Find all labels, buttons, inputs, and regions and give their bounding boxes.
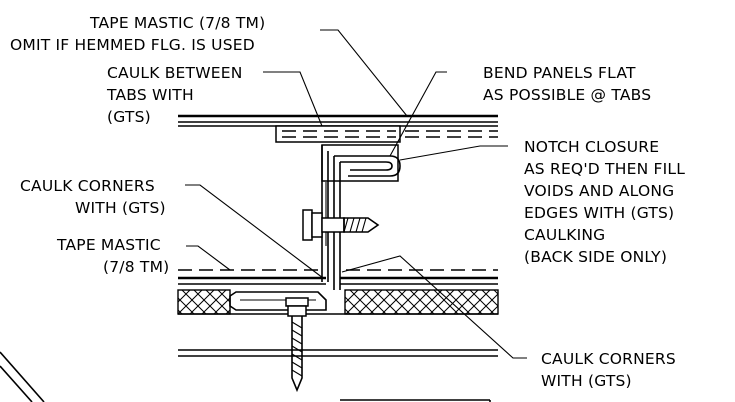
label-bend-panels-line2: AS POSSIBLE @ TABS xyxy=(483,86,651,104)
label-notch-line2: AS REQ'D THEN FILL xyxy=(524,160,685,178)
label-notch-line3: VOIDS AND ALONG xyxy=(524,182,674,200)
label-caulk-between: CAULK BETWEEN TABS WITH (GTS) xyxy=(106,64,243,126)
label-tape-mastic-left-line2: (7/8 TM) xyxy=(103,258,169,276)
label-bend-panels: BEND PANELS FLAT AS POSSIBLE @ TABS xyxy=(483,64,651,104)
middle-panel xyxy=(178,269,498,285)
upper-panel xyxy=(178,114,498,143)
lower-deck xyxy=(178,349,498,357)
insulation xyxy=(177,289,499,315)
leader-lines xyxy=(185,29,527,359)
label-caulk-corners-right-line2: WITH (GTS) xyxy=(541,372,632,390)
label-caulk-corners-left: CAULK CORNERS WITH (GTS) xyxy=(20,177,166,217)
label-caulk-between-line2: TABS WITH xyxy=(106,86,194,104)
break-lines xyxy=(0,351,491,402)
label-notch-line4: EDGES WITH (GTS) xyxy=(524,204,674,222)
label-notch-line6: (BACK SIDE ONLY) xyxy=(524,248,667,266)
label-bend-panels-line1: BEND PANELS FLAT xyxy=(483,64,636,82)
label-notch-closure: NOTCH CLOSURE AS REQ'D THEN FILL VOIDS A… xyxy=(524,138,685,266)
label-tape-mastic-top-line1: TAPE MASTIC (7/8 TM) xyxy=(89,14,265,32)
label-caulk-corners-left-line2: WITH (GTS) xyxy=(75,199,166,217)
label-tape-mastic-top: TAPE MASTIC (7/8 TM) OMIT IF HEMMED FLG.… xyxy=(10,14,265,54)
self-drilling-screw-icon xyxy=(302,209,380,241)
label-tape-mastic-left-line1: TAPE MASTIC xyxy=(56,236,161,254)
label-caulk-between-line3: (GTS) xyxy=(107,108,151,126)
label-tape-mastic-left: TAPE MASTIC (7/8 TM) xyxy=(56,236,169,276)
label-caulk-corners-right-line1: CAULK CORNERS xyxy=(541,350,676,368)
label-caulk-between-line1: CAULK BETWEEN xyxy=(107,64,243,82)
label-tape-mastic-top-line2: OMIT IF HEMMED FLG. IS USED xyxy=(10,36,255,54)
label-notch-line1: NOTCH CLOSURE xyxy=(524,138,659,156)
label-caulk-corners-right: CAULK CORNERS WITH (GTS) xyxy=(541,350,676,390)
label-notch-line5: CAULKING xyxy=(524,226,605,244)
self-drilling-screw-icon xyxy=(285,297,309,393)
label-caulk-corners-left-line1: CAULK CORNERS xyxy=(20,177,155,195)
